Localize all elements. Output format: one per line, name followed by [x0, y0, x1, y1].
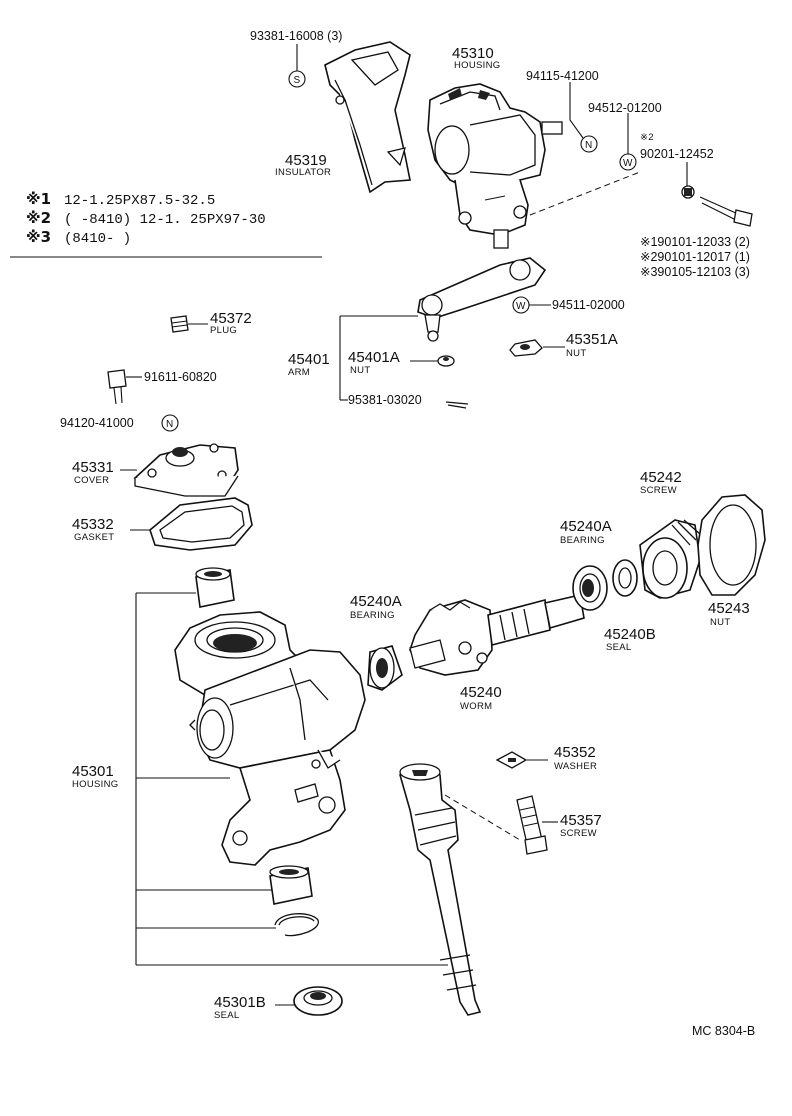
- label-45401: 45401: [288, 351, 330, 368]
- notes-block: ※1 12-1.25PX87.5-32.5 ※2 ( -8410) 12-1. …: [10, 190, 322, 258]
- label-94115: 94115-41200: [526, 69, 599, 83]
- insulator-part: [324, 41, 411, 194]
- snap-ring: [274, 913, 319, 937]
- label-45301B: 45301B: [214, 994, 266, 1011]
- label-190101: ※190101-12033 (2): [640, 235, 750, 249]
- label-45352-name: WASHER: [554, 761, 597, 772]
- top-housing-part: [427, 83, 563, 249]
- symbol-w-badge-94512: W: [619, 153, 637, 171]
- label-45357-name: SCREW: [560, 828, 597, 839]
- bolt-90101: [681, 185, 753, 227]
- label-45240A-left-name: BEARING: [350, 610, 395, 621]
- note-3-text: (8410- ): [64, 231, 131, 247]
- label-390105: ※390105-12103 (3): [640, 265, 750, 279]
- label-45240B-name: SEAL: [606, 642, 632, 653]
- symbol-w-badge-94511: W: [512, 296, 530, 314]
- label-290101: ※290101-12017 (1): [640, 250, 750, 264]
- symbol-s-badge: S: [288, 70, 306, 88]
- label-45310-name: HOUSING: [454, 60, 500, 71]
- cotter-pin: [445, 401, 469, 405]
- labels: 93381-16008 (3) 45310 HOUSING 94115-4120…: [60, 29, 755, 1038]
- label-45331: 45331: [72, 459, 114, 476]
- label-45401A: 45401A: [348, 349, 400, 366]
- label-45401A-name: NUT: [350, 365, 370, 376]
- label-45310: 45310: [452, 45, 494, 62]
- label-45357: 45357: [560, 812, 602, 829]
- label-45401-name: ARM: [288, 367, 310, 378]
- plug-45372: [170, 315, 189, 333]
- nut-45401A: [437, 355, 455, 367]
- worm-bearing-right: [572, 565, 608, 611]
- label-91611: 91611-60820: [144, 370, 217, 384]
- label-45301B-name: SEAL: [214, 1010, 240, 1021]
- label-90201-mark: ※2: [640, 132, 654, 143]
- sector-shaft: [399, 763, 482, 1016]
- bolt-91611: [107, 369, 127, 405]
- washer-45352: [495, 751, 528, 769]
- label-45242: 45242: [640, 469, 682, 486]
- label-45240-name: WORM: [460, 701, 492, 712]
- svg-text:W: W: [623, 158, 633, 169]
- label-90201: 90201-12452: [640, 147, 714, 161]
- adjust-screw-45242: [639, 519, 701, 599]
- note-1-text: 12-1.25PX87.5-32.5: [64, 193, 215, 209]
- pitman-arm-part: [417, 257, 547, 342]
- symbol-n-badge-94120: N: [161, 414, 179, 432]
- needle-bearing-lower: [269, 865, 313, 905]
- svg-text:N: N: [166, 419, 173, 430]
- label-45372-name: PLUG: [210, 325, 237, 336]
- note-2-text: ( -8410) 12-1. 25PX97-30: [64, 212, 266, 228]
- label-45372: 45372: [210, 310, 252, 327]
- label-45240B: 45240B: [604, 626, 656, 643]
- label-45240A-right: 45240A: [560, 518, 612, 535]
- label-45301-name: HOUSING: [72, 779, 118, 790]
- gasket-45332: [149, 497, 253, 551]
- label-95381: 95381-03020: [348, 393, 422, 407]
- seal-45301B: [293, 986, 343, 1016]
- main-housing-45301: [174, 611, 366, 866]
- shaft-dashed-line: [444, 794, 521, 841]
- label-45240: 45240: [460, 684, 502, 701]
- label-45351A-name: NUT: [566, 348, 586, 359]
- label-45351A: 45351A: [566, 331, 618, 348]
- svg-text:W: W: [516, 301, 526, 312]
- screw-45357: [516, 795, 548, 855]
- label-45331-name: COVER: [74, 475, 109, 486]
- label-45332-name: GASKET: [74, 532, 114, 543]
- nut-45351A: [509, 339, 543, 357]
- label-45243-name: NUT: [710, 617, 730, 628]
- label-45240A-right-name: BEARING: [560, 535, 605, 546]
- svg-text:N: N: [585, 140, 592, 151]
- diagram-code: MC 8304-B: [692, 1024, 755, 1038]
- label-45319: 45319: [285, 152, 327, 169]
- worm-shaft: [409, 594, 585, 676]
- label-94512: 94512-01200: [588, 101, 662, 115]
- worm-bearing-left: [367, 645, 403, 691]
- needle-bearing-upper: [195, 567, 235, 608]
- svg-text:S: S: [294, 75, 301, 86]
- label-93381: 93381-16008 (3): [250, 29, 342, 43]
- note-2-mark: ※2: [26, 209, 51, 227]
- symbol-n-badge-94115: N: [580, 135, 598, 153]
- note-1-mark: ※1: [26, 190, 51, 208]
- label-45301: 45301: [72, 763, 114, 780]
- label-45352: 45352: [554, 744, 596, 761]
- top-assembly-dashed-line: [529, 171, 641, 216]
- label-45243: 45243: [708, 600, 750, 617]
- label-45319-name: INSULATOR: [275, 167, 331, 178]
- label-94120: 94120-41000: [60, 416, 134, 430]
- label-45332: 45332: [72, 516, 114, 533]
- label-45242-name: SCREW: [640, 485, 677, 496]
- label-45240A-left: 45240A: [350, 593, 402, 610]
- label-94511: 94511-02000: [552, 298, 625, 312]
- lock-nut-45243: [697, 494, 766, 596]
- seal-45240B: [612, 559, 638, 597]
- cover-45331: [133, 443, 239, 497]
- note-3-mark: ※3: [26, 228, 51, 246]
